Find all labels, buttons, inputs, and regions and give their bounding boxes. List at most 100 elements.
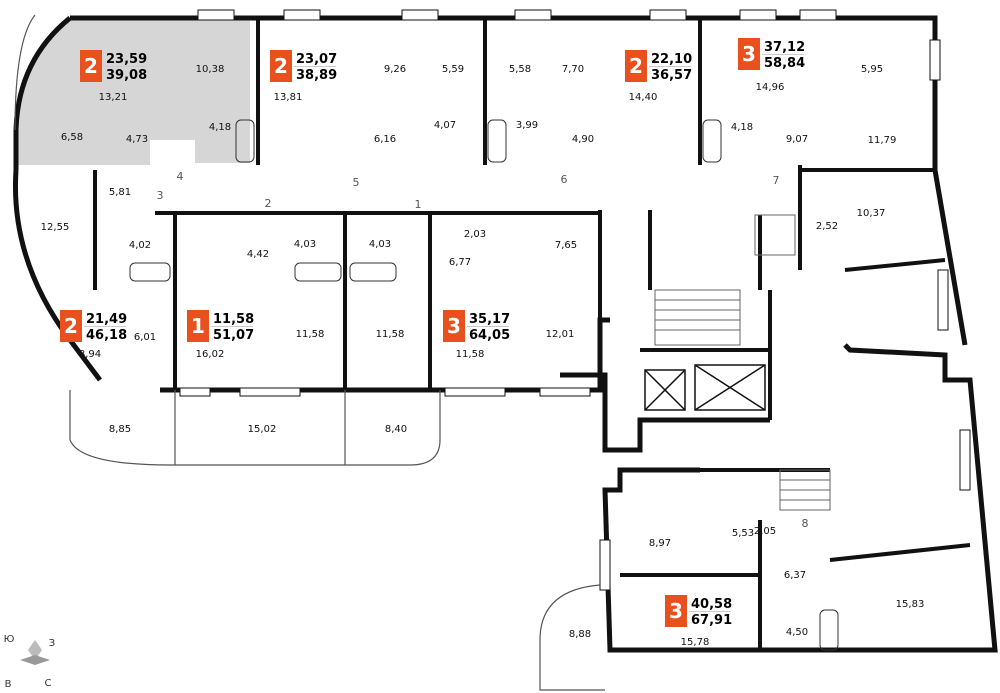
compass-w-label: З — [49, 638, 55, 649]
entrance-number: 6 — [561, 173, 568, 186]
apartment-living-area: 22,10 — [651, 52, 692, 67]
room-area-label: 6,37 — [784, 570, 806, 581]
apartment-total-area: 38,89 — [296, 68, 337, 83]
apartment-rooms: 3 — [447, 314, 461, 338]
room-area-label: 8,40 — [385, 424, 407, 435]
room-area-label: 10,37 — [857, 208, 886, 219]
room-area-label: 15,78 — [681, 637, 710, 648]
room-area-label: 4,73 — [126, 134, 148, 145]
apartment-total-area: 67,91 — [691, 613, 732, 628]
elevators — [644, 364, 766, 411]
apartment-rooms: 1 — [191, 314, 205, 338]
entrance-number: 5 — [353, 176, 360, 189]
room-area-label: 13,21 — [99, 92, 128, 103]
room-area-label: 8,97 — [649, 538, 671, 549]
entrance-number: 1 — [415, 198, 422, 211]
room-area-label: 2,05 — [754, 526, 776, 537]
room-area-label: 14,40 — [629, 92, 658, 103]
windows — [179, 9, 971, 591]
room-area-label: 11,58 — [296, 329, 325, 340]
room-area-label: 5,53 — [732, 528, 754, 539]
apartment-living-area: 21,49 — [86, 312, 127, 327]
apartment-total-area: 46,18 — [86, 328, 127, 343]
outer-walls — [12, 15, 998, 653]
room-area-label: 4,07 — [434, 120, 456, 131]
room-area-label: 12,01 — [546, 329, 575, 340]
room-area-label: 11,58 — [376, 329, 405, 340]
room-area-label: 9,07 — [786, 134, 808, 145]
room-area-label: 4,18 — [731, 122, 753, 133]
entrance-number: 8 — [802, 517, 809, 530]
room-area-label: 4,03 — [294, 239, 316, 250]
room-area-label: 4,18 — [209, 122, 231, 133]
room-area-label: 11,79 — [868, 135, 897, 146]
room-area-label: 5,81 — [109, 187, 131, 198]
apartment-living-area: 37,12 — [764, 40, 805, 55]
room-area-label: 6,58 — [61, 132, 83, 143]
entrance-number: 7 — [773, 174, 780, 187]
apartment-total-area: 64,05 — [469, 328, 510, 343]
apartment-rooms: 3 — [669, 599, 683, 623]
room-area-label: 4,42 — [247, 249, 269, 260]
room-area-label: 13,81 — [274, 92, 303, 103]
room-area-label: 6,77 — [449, 257, 471, 268]
room-area-label: 7,65 — [555, 240, 577, 251]
room-area-label: 12,55 — [41, 222, 70, 233]
room-area-label: 8,94 — [79, 349, 101, 360]
apartment-total-area: 51,07 — [213, 328, 254, 343]
room-area-label: 6,01 — [134, 332, 156, 343]
compass-icon — [20, 640, 50, 665]
highlighted-apartment-area — [15, 20, 250, 165]
room-area-label: 10,38 — [196, 64, 225, 75]
room-area-label: 4,50 — [786, 627, 808, 638]
room-area-label: 2,03 — [464, 229, 486, 240]
room-area-label: 2,52 — [816, 221, 838, 232]
room-area-label: 5,59 — [442, 64, 464, 75]
apartment-rooms: 2 — [274, 54, 288, 78]
room-area-label: 3,99 — [516, 120, 538, 131]
staircase — [654, 214, 831, 511]
compass-s-label: Ю — [4, 634, 15, 645]
apartment-living-area: 11,58 — [213, 312, 254, 327]
apartment-rooms: 2 — [64, 314, 78, 338]
apartment-rooms: 2 — [84, 54, 98, 78]
room-area-label: 8,88 — [569, 629, 591, 640]
apartment-total-area: 36,57 — [651, 68, 692, 83]
bathtubs — [129, 119, 839, 651]
apartment-living-area: 23,07 — [296, 52, 337, 67]
apartment-rooms: 2 — [629, 54, 643, 78]
apartment-total-area: 58,84 — [764, 56, 805, 71]
entrance-number: 3 — [157, 189, 164, 202]
apartment-living-area: 23,59 — [106, 52, 147, 67]
room-area-label: 4,03 — [369, 239, 391, 250]
entrance-number: 4 — [177, 170, 184, 183]
room-area-label: 14,96 — [756, 82, 785, 93]
room-area-label: 8,85 — [109, 424, 131, 435]
room-area-label: 7,70 — [562, 64, 584, 75]
room-area-label: 9,26 — [384, 64, 406, 75]
room-area-label: 16,02 — [196, 349, 225, 360]
entrance-number: 2 — [265, 197, 272, 210]
apartment-living-area: 35,17 — [469, 312, 510, 327]
apartment-total-area: 39,08 — [106, 68, 147, 83]
room-area-label: 5,58 — [509, 64, 531, 75]
room-area-label: 5,95 — [861, 64, 883, 75]
room-area-label: 15,83 — [896, 599, 925, 610]
compass-n-label: С — [45, 678, 52, 689]
apartment-rooms: 3 — [742, 42, 756, 66]
room-area-label: 15,02 — [248, 424, 277, 435]
room-area-label: 4,90 — [572, 134, 594, 145]
balconies — [14, 14, 605, 691]
room-area-label: 4,02 — [129, 240, 151, 251]
room-area-label: 11,58 — [456, 349, 485, 360]
compass-e-label: В — [5, 679, 12, 690]
